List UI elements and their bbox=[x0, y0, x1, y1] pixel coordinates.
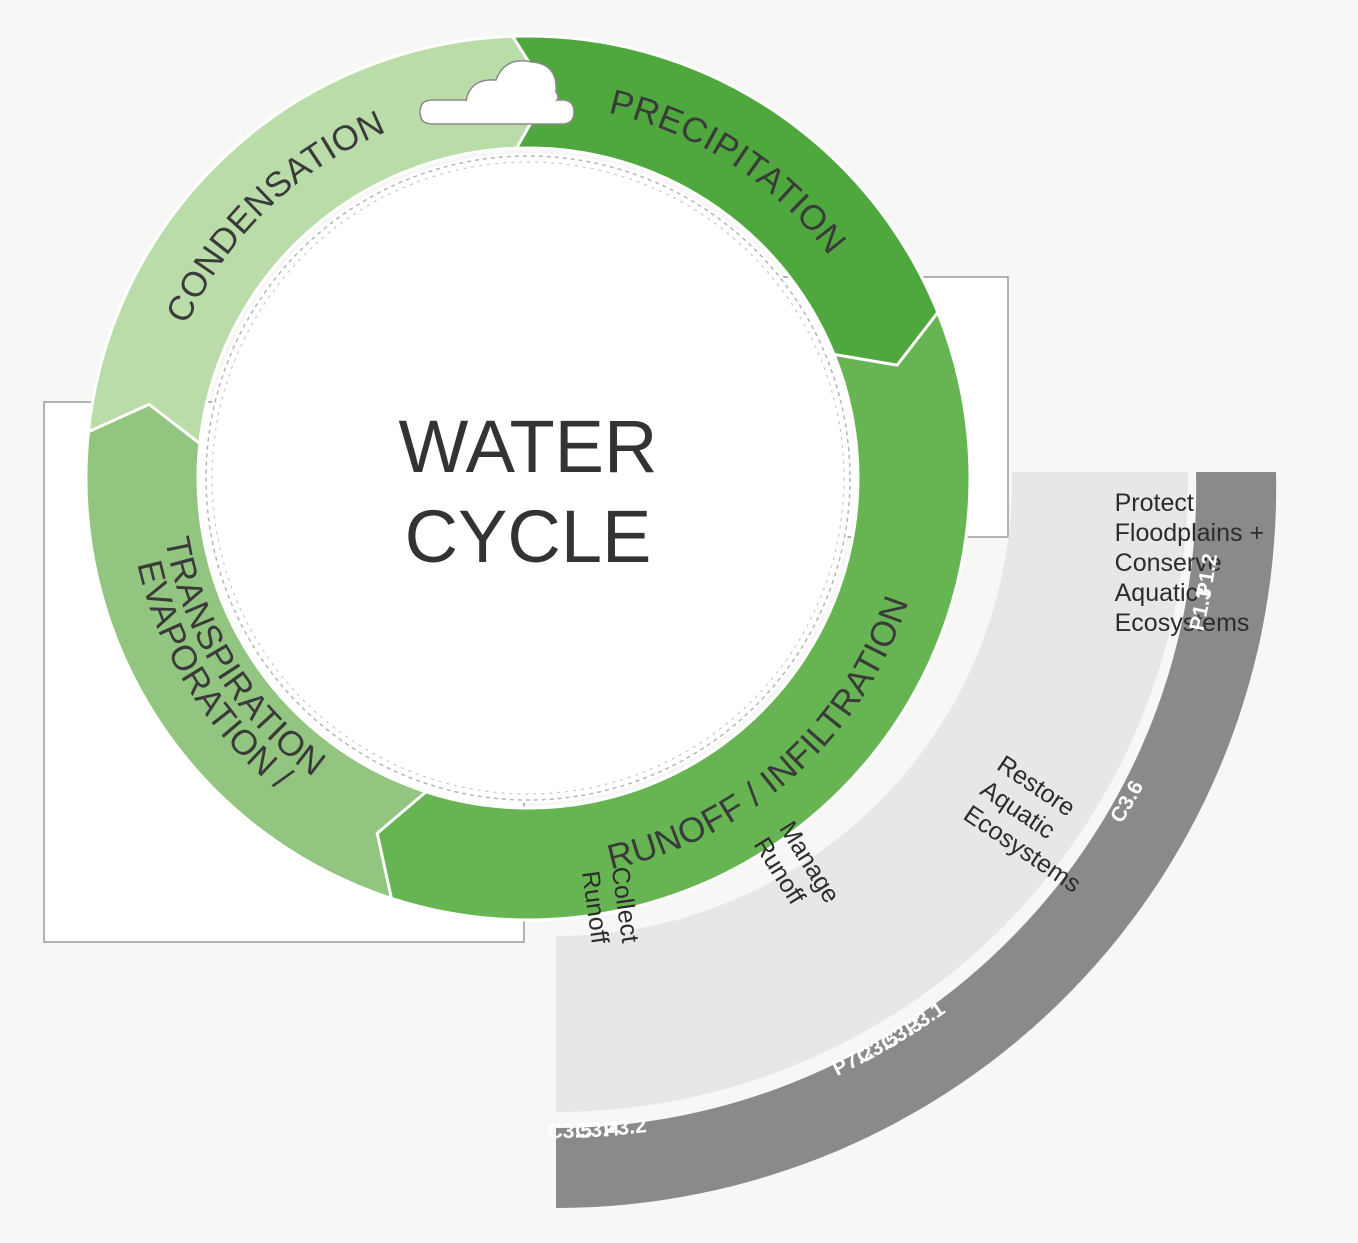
strategy-line: Protect bbox=[1115, 489, 1194, 517]
strategy-panel-light bbox=[556, 472, 1189, 1112]
strategy-line: Conserve bbox=[1115, 549, 1222, 577]
center-disc bbox=[203, 153, 853, 803]
strategy-code: C3.5 bbox=[547, 1119, 592, 1143]
strategy-line: Aquatic bbox=[1115, 579, 1198, 607]
strategy-code: P3.2 bbox=[602, 1114, 647, 1141]
strategy-line: Floodplains + bbox=[1115, 519, 1264, 547]
strategy-line: Ecosystems bbox=[1115, 609, 1250, 637]
title-line-2: CYCLE bbox=[405, 495, 652, 578]
center-dashed-ring-2 bbox=[211, 161, 845, 795]
strategy-panel-dark bbox=[556, 472, 1277, 1209]
center-dashed-ring-1 bbox=[205, 155, 851, 801]
ring-segment-evaporation bbox=[84, 402, 430, 901]
strategy-code: C3.4 bbox=[575, 1117, 621, 1143]
title-line-1: WATER bbox=[399, 405, 658, 488]
cycle-ring bbox=[84, 34, 972, 922]
cloud-icon bbox=[419, 60, 575, 125]
